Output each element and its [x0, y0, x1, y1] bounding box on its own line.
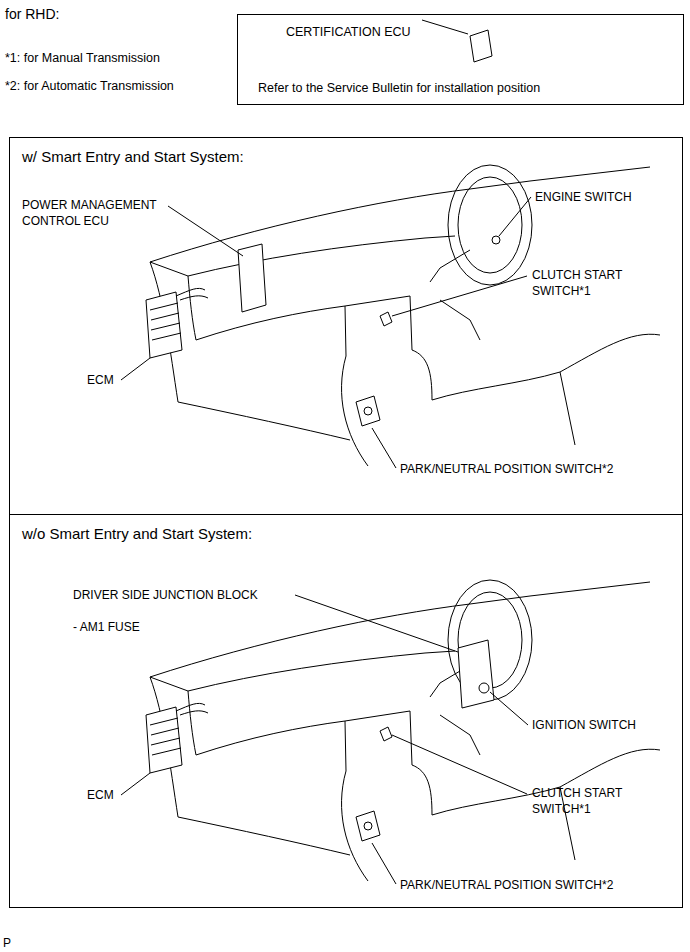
note-text: *1: for Manual Transmission: [5, 50, 160, 66]
box-text: Refer to the Service Bulletin for instal…: [258, 81, 540, 97]
switch-symbol: [479, 683, 489, 693]
part-label: ECM: [87, 788, 114, 804]
component-symbols: [238, 30, 500, 708]
page-title: for RHD:: [5, 6, 59, 23]
part-label: ECM: [87, 373, 114, 389]
note-text: *2: for Automatic Transmission: [5, 78, 174, 94]
box-heading: w/ Smart Entry and Start System:: [22, 148, 244, 167]
note-box: CERTIFICATION ECU Refer to the Service Bu…: [237, 14, 684, 105]
part-label: POWER MANAGEMENT CONTROL ECU: [22, 198, 172, 229]
box-heading: w/o Smart Entry and Start System:: [22, 525, 252, 544]
ecu-symbol: [238, 244, 266, 312]
figure-code: P: [3, 936, 11, 952]
junction-block-symbol: [458, 640, 494, 708]
part-label: DRIVER SIDE JUNCTION BLOCK: [73, 588, 258, 604]
dashboard-illustration: [146, 580, 660, 881]
part-label: PARK/NEUTRAL POSITION SWITCH*2: [400, 878, 613, 894]
part-label: - AM1 FUSE: [73, 620, 140, 636]
dashboard-illustration: [146, 165, 660, 466]
part-label: ENGINE SWITCH: [535, 190, 632, 206]
switch-symbol: [492, 236, 500, 244]
part-label: CLUTCH START SWITCH*1: [532, 268, 662, 299]
part-label: PARK/NEUTRAL POSITION SWITCH*2: [400, 462, 613, 478]
box-heading: CERTIFICATION ECU: [286, 25, 411, 41]
part-label: CLUTCH START SWITCH*1: [532, 786, 662, 817]
panel-box: w/o Smart Entry and Start System:: [9, 514, 683, 908]
part-label: IGNITION SWITCH: [532, 718, 636, 734]
ecu-symbol: [470, 30, 492, 62]
